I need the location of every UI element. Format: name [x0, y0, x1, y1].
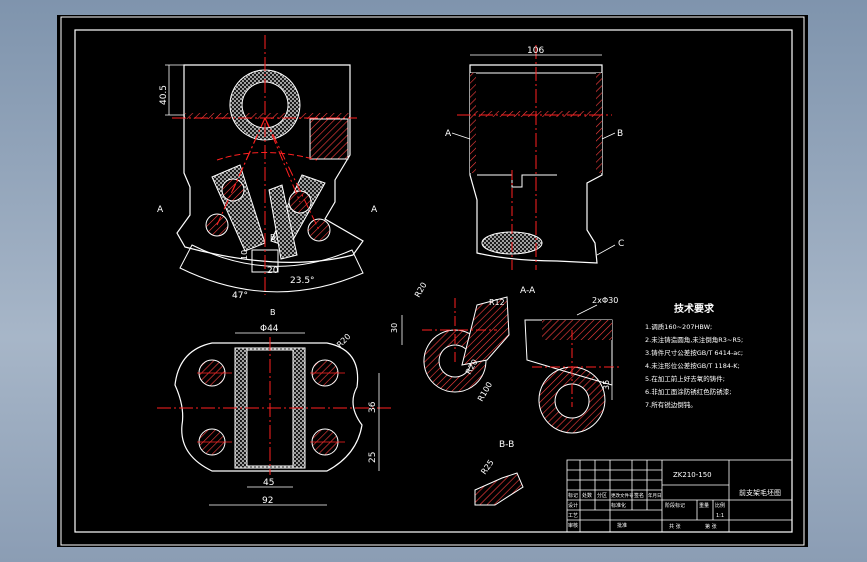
part-name: 前支架毛坯图 [739, 488, 781, 497]
section-a-left: A [157, 205, 164, 215]
dim-phi44: Φ44 [260, 324, 279, 334]
dim-30: 30 [390, 323, 399, 333]
front-left-arm [211, 164, 266, 252]
dim-106: 106 [527, 46, 544, 56]
section-b-bottom: B [270, 308, 276, 317]
tb-approve: 批准 [617, 522, 627, 529]
bottom-view-outline [174, 342, 363, 472]
section-b-top: B [270, 233, 276, 242]
dim-40-5: 40.5 [159, 85, 169, 105]
section-bb: B-B R25 [474, 440, 524, 506]
note-3: 3.铸件尺寸公差按GB/T 6414-ac; [645, 348, 743, 357]
tb-scale: 比例 [715, 502, 725, 509]
section-a-right: A [371, 205, 378, 215]
dim-45: 45 [263, 478, 274, 488]
note-1: 1.调质160~207HBW; [645, 322, 712, 331]
tb-standard: 标准化 [611, 502, 626, 509]
tb-count: 处数 [582, 492, 592, 499]
dim-20: 20 [267, 266, 279, 276]
tb-mark: 标记 [568, 492, 578, 499]
bottom-view: Φ44 R20 36 25 45 92 [157, 324, 392, 506]
tb-zone: 分区 [597, 492, 607, 499]
side-view: 106 A B C [445, 45, 624, 270]
dim-r20-aa: R20 [413, 281, 429, 299]
tb-weight: 重量 [699, 502, 709, 509]
front-center-web [268, 184, 298, 260]
front-right-block [309, 118, 349, 160]
section-aa-web [461, 296, 510, 366]
note-6: 6.非加工面涂防锈红色防锈漆; [645, 387, 731, 396]
side-label-a: A [445, 129, 452, 139]
tb-sheets: 共 张 [669, 523, 681, 530]
note-2: 2.未注铸造圆角,未注倒角R3~R5; [645, 335, 743, 344]
dim-10: 10 [240, 250, 249, 260]
dim-r20-top: R20 [335, 332, 353, 350]
note-7: 7.所有锐边倒钝。 [645, 400, 697, 409]
note-4: 4.未注形位公差按GB/T 1184-K; [645, 361, 740, 370]
side-view-outline [469, 64, 603, 264]
outer-frame [60, 16, 805, 546]
side-label-c: C [618, 239, 624, 249]
front-view: 40.5 20 10 23.5° 47° A A B B [157, 35, 378, 317]
tb-process: 工艺 [568, 513, 578, 519]
side-label-b: B [617, 129, 623, 139]
view-aa-label: A-A [520, 286, 536, 296]
tb-review: 审核 [568, 522, 578, 529]
section-bb-profile [474, 472, 524, 506]
dim-2xphi30: 2xΦ30 [592, 296, 618, 305]
dim-92: 92 [262, 496, 273, 506]
tb-stage: 阶段标记 [665, 502, 685, 509]
drawing-sheet: 40.5 20 10 23.5° 47° A A B B 106 A B C [57, 15, 808, 547]
tb-date: 年月日 [648, 492, 662, 499]
tb-scale-value: 1:1 [716, 513, 724, 519]
dim-35: 35 [602, 380, 611, 390]
tb-change: 更改文件号 [611, 492, 634, 499]
drawing-number: ZK210-150 [673, 471, 712, 479]
view-bb-label: B-B [499, 440, 514, 450]
tb-sheet: 第 张 [705, 523, 717, 530]
note-5: 5.在加工前上好去氧的铸件; [645, 374, 725, 383]
front-hatch-strip [185, 113, 349, 119]
front-arc-band [179, 244, 364, 293]
front-view-outline [176, 64, 364, 263]
inner-frame [74, 29, 793, 533]
dim-36: 36 [368, 401, 378, 413]
dim-23-5: 23.5° [290, 276, 315, 286]
title-block [566, 459, 793, 533]
tb-sign: 签名 [634, 492, 644, 499]
section-aa: A-A R20 R12 30 R20 R100 2xΦ30 35 [390, 281, 622, 434]
notes-title: 技术要求 [674, 302, 715, 315]
dim-47: 47° [232, 291, 248, 301]
dim-r100: R100 [476, 380, 494, 403]
front-hole-4 [307, 218, 331, 242]
cad-drawing: 40.5 20 10 23.5° 47° A A B B 106 A B C [60, 16, 805, 546]
tb-design: 设计 [568, 502, 578, 509]
dim-r25: R25 [479, 458, 495, 476]
dim-25: 25 [368, 452, 378, 463]
dim-r12: R12 [489, 298, 505, 307]
section-aa-right-ring [538, 366, 606, 434]
technical-notes: 技术要求 1.调质160~207HBW; 2.未注铸造圆角,未注倒角R3~R5;… [645, 302, 743, 409]
